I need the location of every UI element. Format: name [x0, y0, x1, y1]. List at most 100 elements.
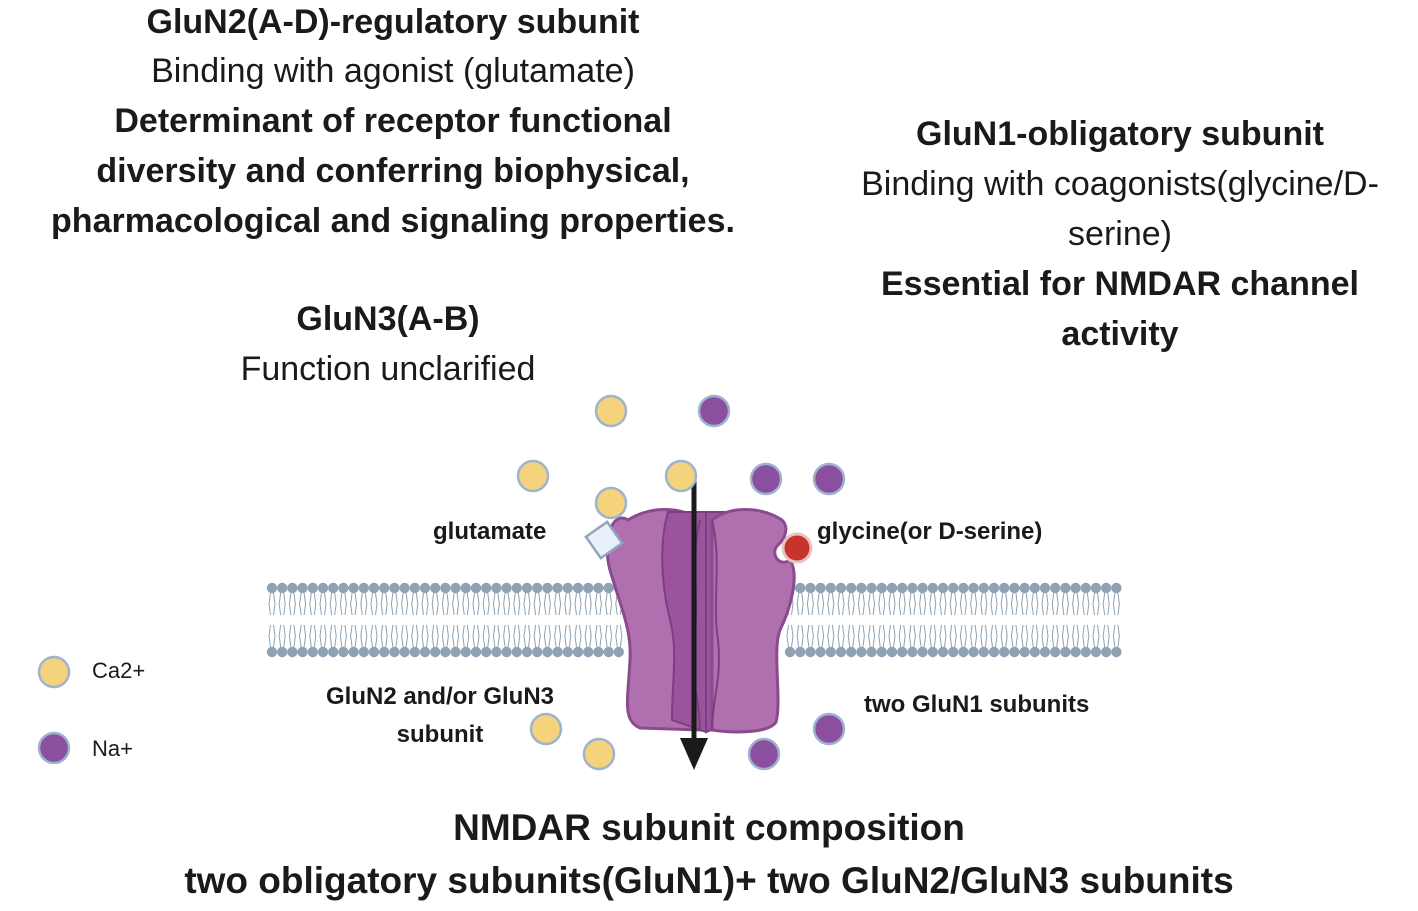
lipid-tail: [293, 624, 296, 648]
lipid-head: [583, 582, 594, 594]
lipid-tail: [538, 624, 541, 648]
lipid-tail: [466, 592, 470, 616]
lipid-head: [876, 582, 887, 594]
lipid-tail: [852, 592, 855, 616]
lipid-tail: [436, 624, 439, 648]
lipid-head: [1111, 646, 1122, 658]
lipid-head: [593, 582, 604, 594]
lipid-head: [1090, 646, 1102, 658]
glun2-line2: Determinant of receptor functional: [114, 102, 672, 140]
lipid-tail: [990, 624, 993, 648]
lipid-head: [907, 646, 918, 658]
lipid-tail: [513, 592, 516, 616]
lipid-tail: [354, 624, 358, 648]
glun1-line4: activity: [1061, 315, 1179, 353]
lipid-tail: [313, 624, 317, 648]
lipid-head: [866, 646, 877, 658]
lipid-head: [277, 582, 288, 594]
lipid-tail: [1051, 624, 1055, 648]
lipid-head: [287, 582, 298, 594]
lipid-tail: [594, 624, 598, 648]
lipid-head: [409, 646, 420, 658]
lipid-tail: [558, 592, 562, 616]
lipid-tail: [533, 592, 537, 616]
lipid-tail: [589, 592, 592, 616]
lipid-head: [856, 582, 867, 594]
lipid-tail: [882, 592, 886, 616]
lipid-tail: [609, 592, 613, 616]
lipid-tail: [421, 592, 424, 616]
lipid-tail: [893, 592, 896, 616]
lipid-head: [419, 646, 431, 658]
lipid-tail: [528, 624, 531, 648]
lipid-tail: [1015, 624, 1018, 648]
lipid-head: [501, 582, 512, 594]
glun3-line1: Function unclarified: [240, 350, 536, 388]
lipid-tail: [299, 624, 302, 648]
lipid-tail: [477, 592, 480, 616]
lipid-tail: [579, 592, 582, 616]
ions: [516, 394, 846, 771]
lipid-tail: [990, 592, 993, 616]
lipid-head: [328, 646, 339, 658]
ca-ion: [594, 486, 628, 520]
lipid-tail: [1046, 624, 1049, 648]
lipid-tail: [599, 592, 602, 616]
lipid-tail: [568, 592, 572, 616]
lipid-tail: [1102, 624, 1106, 648]
na-ion: [747, 737, 781, 771]
lipid-tail: [959, 624, 963, 648]
lipid-head: [338, 646, 349, 658]
lipid-head: [328, 582, 339, 594]
lipid-head: [795, 582, 806, 594]
lipid-head: [562, 646, 573, 658]
lipid-tail: [939, 624, 942, 648]
lipid-head: [348, 646, 359, 658]
lipid-head: [521, 582, 533, 594]
lipid-tail: [903, 624, 906, 648]
lipid-head: [815, 582, 826, 594]
lipid-head: [825, 646, 836, 658]
lipid-head: [897, 582, 908, 594]
lipid-head: [999, 582, 1010, 594]
lipid-tail: [831, 624, 835, 648]
lipid-tail: [293, 592, 296, 616]
lipid-tail: [441, 592, 445, 616]
lipid-tail: [1066, 624, 1069, 648]
na-ion: [697, 394, 731, 428]
lipid-head: [795, 646, 806, 658]
lipid-tail: [1092, 624, 1095, 648]
lipid-tail: [923, 592, 927, 616]
lipid-head: [562, 582, 573, 594]
lipid-tail: [375, 592, 378, 616]
lipid-tail: [462, 592, 465, 616]
lipid-tail: [1086, 624, 1090, 648]
lipid-tail: [980, 624, 983, 648]
lipid-tail: [970, 592, 973, 616]
lipid-tail: [426, 624, 429, 648]
lipid-tail: [288, 624, 292, 648]
lipid-tail: [313, 592, 317, 616]
lipid-tail: [1076, 624, 1080, 648]
lipid-head: [297, 582, 308, 594]
lipid-head: [511, 582, 522, 594]
lipid-tail: [273, 592, 276, 616]
lipid-tail: [929, 624, 932, 648]
lipid-head: [1080, 582, 1092, 594]
lipid-tail: [523, 624, 526, 648]
lipid-tail: [456, 592, 460, 616]
lipid-head: [460, 582, 471, 594]
lipid-head: [379, 646, 390, 658]
lipid-tail: [923, 624, 927, 648]
lipid-tail: [278, 592, 282, 616]
lipid-tail: [1117, 624, 1120, 648]
lipid-tail: [395, 624, 398, 648]
lipid-tail: [1082, 592, 1085, 616]
lipid-head: [317, 582, 329, 594]
lipid-tail: [796, 592, 800, 616]
lipid-head: [307, 582, 318, 594]
lipid-tail: [1056, 592, 1059, 616]
lipid-tail: [1025, 592, 1029, 616]
lipid-tail: [543, 624, 547, 648]
lipid-tail: [558, 624, 562, 648]
